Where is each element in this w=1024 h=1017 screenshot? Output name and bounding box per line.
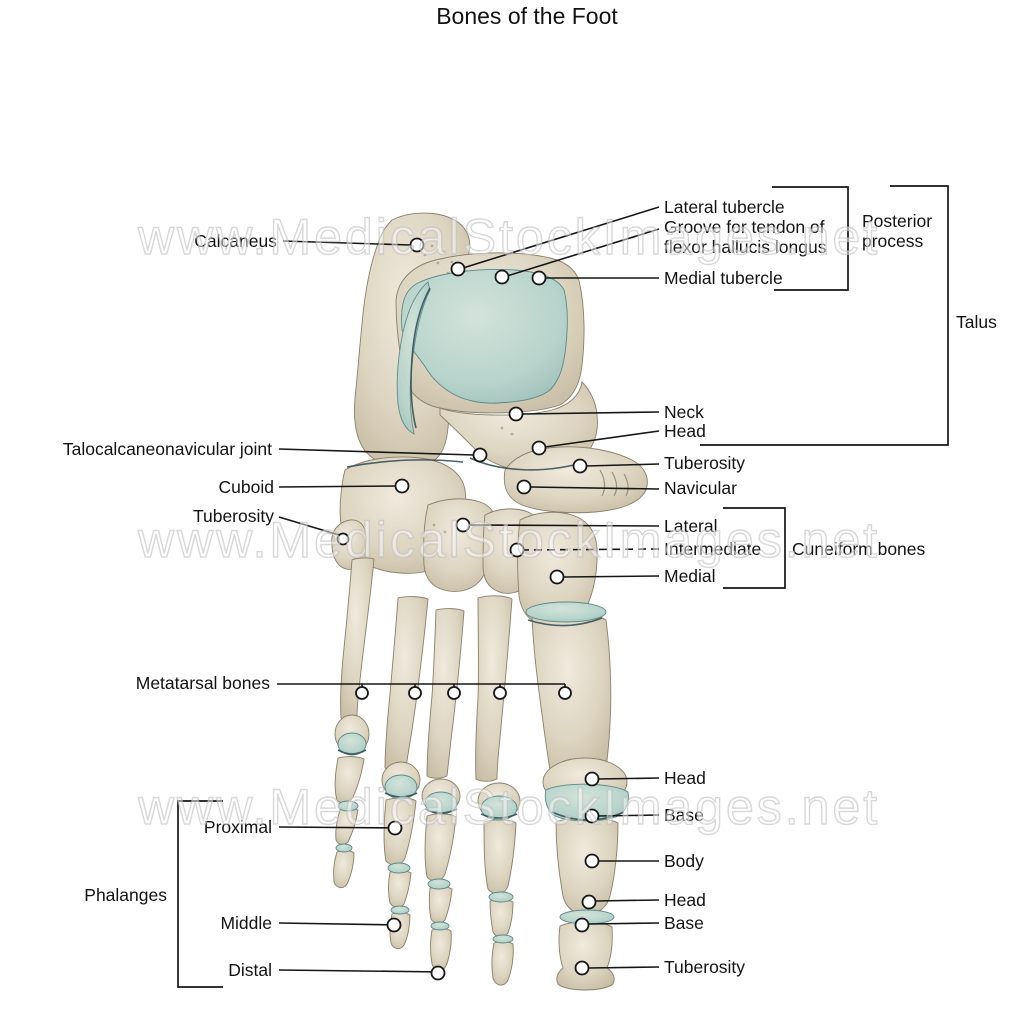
leader-lines [277, 206, 660, 973]
label-head-first-metatarsal: Head [664, 768, 706, 788]
label-posterior-process: Posterior process [862, 211, 933, 251]
mt1-base-cartilage [525, 601, 607, 623]
label-groove-for-tendon: Groove for tendon of flexor hallucis lon… [664, 217, 827, 257]
label-navicular: Navicular [664, 478, 737, 498]
label-talus: Talus [956, 312, 997, 332]
label-metatarsal-bones: Metatarsal bones [135, 673, 270, 693]
mt5-tuberosity [331, 519, 367, 570]
label-medial-cuneiform: Medial [664, 566, 716, 586]
mt1-head-cartilage [544, 783, 629, 822]
label-proximal: Proximal [203, 817, 272, 837]
label-body-proximal-phalanx: Body [664, 851, 704, 871]
label-calcaneus: Calcaneus [194, 231, 277, 251]
label-tuberosity-navicular: Tuberosity [664, 453, 746, 473]
middle-phalanx-toe4 [388, 870, 412, 908]
label-lateral-tubercle: Lateral tubercle [664, 197, 785, 217]
posterior-process-bracket [772, 186, 849, 291]
navicular-bone [503, 446, 648, 514]
label-head-talus: Head [664, 421, 706, 441]
label-distal: Distal [228, 960, 272, 980]
label-phalanges: Phalanges [84, 885, 167, 905]
label-intermediate-cuneiform: Intermediate [664, 539, 762, 559]
trochlea-medial-flange [396, 281, 431, 435]
label-head-proximal-phalanx: Head [664, 890, 706, 910]
cuneiform-bracket [723, 507, 786, 589]
page-title: Bones of the Foot [436, 3, 618, 29]
label-cuneiform-bones: Cuneiform bones [792, 539, 926, 559]
metatarsal-3 [426, 608, 465, 779]
label-tuberosity-distal-phalanx: Tuberosity [664, 957, 746, 977]
label-middle: Middle [220, 913, 272, 933]
lateral-cuneiform-bone [423, 498, 497, 592]
label-talocalcaneonavicular-joint: Talocalcaneonavicular joint [62, 439, 272, 459]
label-base-proximal-phalanx: Base [664, 805, 704, 825]
talus-bracket [700, 185, 949, 446]
label-neck: Neck [664, 402, 704, 422]
distal-phalanx-hallux [556, 921, 615, 991]
label-tuberosity-fifth-metatarsal: Tuberosity [192, 506, 274, 526]
phalanges-bracket [177, 800, 223, 988]
label-medial-tubercle: Medial tubercle [664, 268, 783, 288]
group-brackets [177, 185, 949, 988]
label-lateral-cuneiform: Lateral [664, 516, 718, 536]
distal-phalanx-toe3 [430, 928, 452, 971]
metatarsal-2 [475, 595, 513, 782]
label-base-distal-phalanx: Base [664, 913, 704, 933]
label-cuboid: Cuboid [218, 477, 274, 497]
leader-dots [336, 237, 600, 981]
